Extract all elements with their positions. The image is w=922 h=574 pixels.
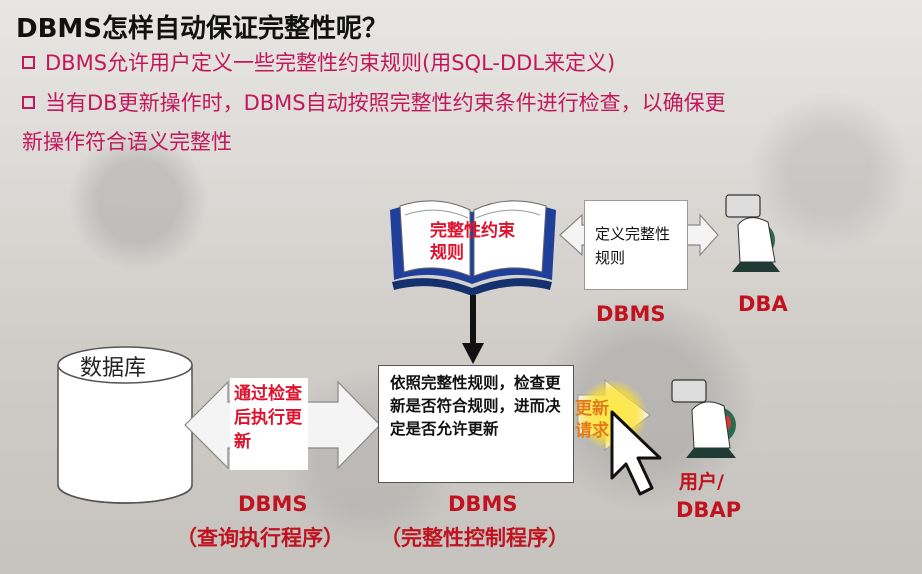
define-rules-label: 定义完整性规则 [595, 225, 671, 267]
bullet-define-rules: DBMS允许用户定义一些完整性约束规则(用SQL-DDL来定义) [22, 46, 615, 80]
dbap-user-icon [671, 379, 736, 458]
update-request-label: 更新请求 [575, 399, 609, 441]
dba-user-icon [725, 194, 780, 272]
define-rules-box [584, 200, 688, 290]
dbms-query-label: DBMS [238, 492, 308, 516]
control-program-label: （完整性控制程序） [380, 526, 569, 550]
dbms-control-label: DBMS [448, 492, 518, 516]
bullet-text: DBMS允许用户定义一些完整性约束规则(用SQL-DDL来定义) [45, 51, 616, 75]
mouse-pointer-icon [610, 410, 662, 496]
query-program-label: （查询执行程序） [176, 526, 344, 550]
slide-title: DBMS怎样自动保证完整性呢？ [16, 14, 388, 44]
book-to-control-arrow [462, 295, 484, 364]
integrity-control-box [378, 365, 574, 483]
execute-update-label: 通过检查后执行更新 [234, 384, 302, 452]
bullet-text: 当有DB更新操作时，DBMS自动按照完整性约束条件进行检查，以确保更 [45, 91, 726, 115]
database-label: 数据库 [80, 356, 147, 381]
bullet-auto-check: 当有DB更新操作时，DBMS自动按照完整性约束条件进行检查，以确保更 [22, 86, 902, 120]
integrity-control-label: 依照完整性规则，检查更新是否符合规则，进而决定是否允许更新 [390, 374, 561, 438]
book-label: 完整性约束规则 [430, 221, 515, 263]
checkbox-bullet-icon [22, 56, 35, 69]
dba-label: DBA [738, 292, 788, 316]
checkbox-bullet-icon [22, 96, 35, 109]
dbms-top-label: DBMS [596, 302, 666, 326]
user-label: 用户/ [679, 471, 724, 493]
bullet-continuation: 新操作符合语义完整性 [22, 130, 232, 154]
database-cylinder-icon [57, 346, 193, 504]
execute-update-box [230, 378, 308, 470]
rule-book-icon [390, 200, 556, 296]
dbap-label: DBAP [676, 498, 742, 522]
